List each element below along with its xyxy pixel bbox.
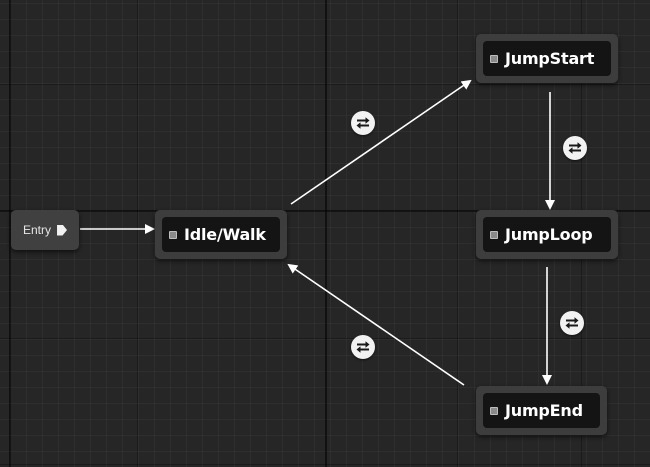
state-label-jumpend: JumpEnd [505,401,583,420]
grid-line [137,0,138,467]
grid-line [0,84,650,85]
grid-line [0,338,650,339]
transition-rule-icon-jumpend-to-idle[interactable] [351,335,375,359]
state-icon [169,230,177,239]
entry-pin-icon[interactable] [57,224,68,236]
transition-rule-icon-jumploop-to-jumpend[interactable] [560,311,584,335]
transition-rule-icon-jumpstart-to-jumploop[interactable] [563,136,587,160]
grid-line [9,0,11,467]
transition-rule-icon [565,317,579,329]
state-label-idle-walk: Idle/Walk [184,225,266,244]
transition-rule-icon [568,142,582,154]
grid-line [325,0,327,467]
state-node-jumploop[interactable]: JumpLoop [476,210,618,259]
transition-rule-icon [356,341,370,353]
state-node-body: JumpEnd [483,393,600,428]
grid-line [0,210,650,212]
state-node-jumpstart[interactable]: JumpStart [476,34,618,83]
state-node-idle-walk[interactable]: Idle/Walk [155,210,287,259]
wire-jumpend-to-idle-walk[interactable] [287,263,465,386]
state-icon [490,54,498,63]
state-label-jumploop: JumpLoop [505,225,593,244]
state-node-body: JumpLoop [483,217,611,252]
grid-line [0,464,650,465]
state-icon [490,406,498,415]
state-node-jumpend[interactable]: JumpEnd [476,386,607,435]
transition-rule-icon [356,117,370,129]
wire-idle-walk-to-jumpstart[interactable] [290,79,472,205]
state-node-body: Idle/Walk [162,217,280,252]
state-label-jumpstart: JumpStart [505,49,595,68]
state-node-body: JumpStart [483,41,611,76]
grid-line [457,0,458,467]
transition-rule-icon-idle-to-jumpstart[interactable] [351,111,375,135]
entry-label: Entry [23,223,52,237]
state-icon [490,230,498,239]
entry-node[interactable]: Entry [11,210,79,250]
